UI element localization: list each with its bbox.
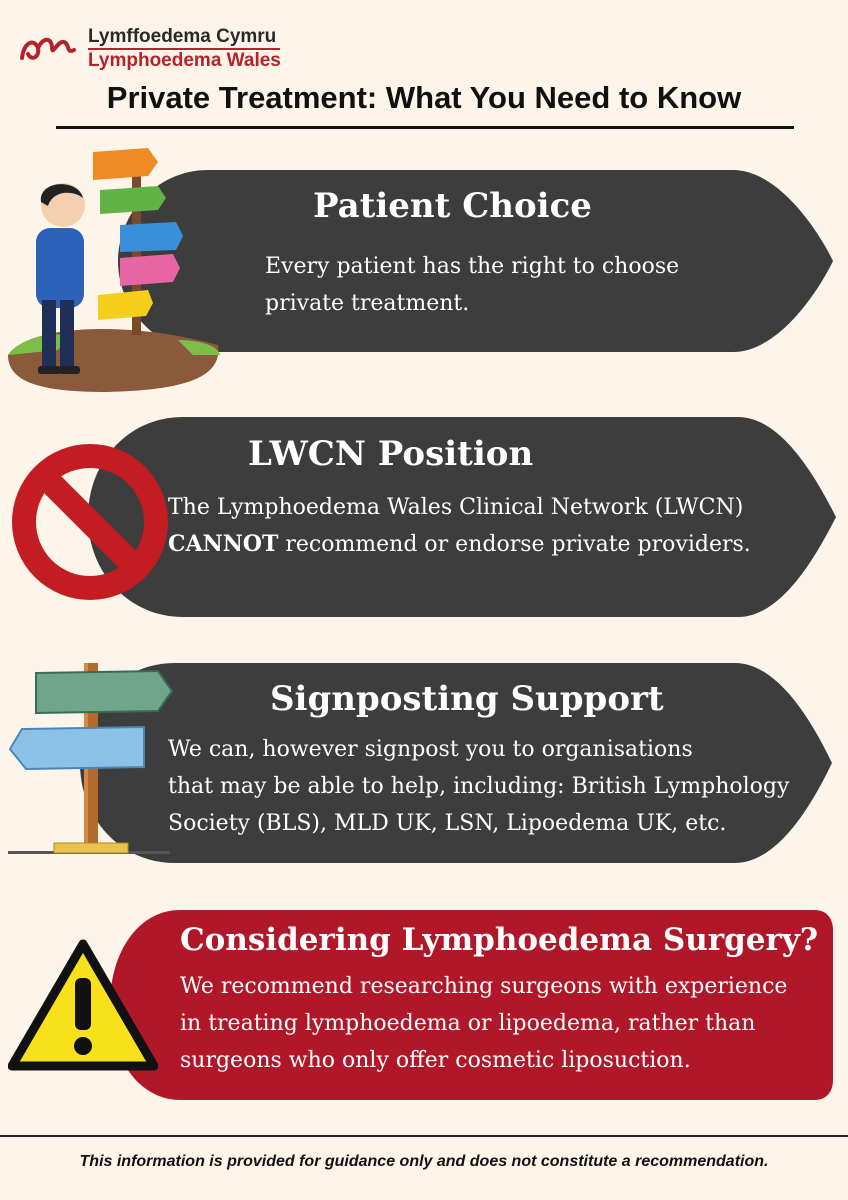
lwcn-position-heading: LWCN Position (248, 434, 534, 474)
cannot-emphasis: CANNOT (168, 531, 279, 557)
surgery-line-1: We recommend researching surgeons with e… (180, 974, 788, 999)
signposting-support-heading: Signposting Support (270, 679, 664, 719)
signposting-line-2: that may be able to help, including: Bri… (168, 774, 790, 799)
lwcn-position-line-1: The Lymphoedema Wales Clinical Network (… (168, 495, 744, 520)
lwcn-position-line-2: CANNOT recommend or endorse private prov… (168, 526, 751, 563)
footer-divider (0, 1135, 848, 1137)
person-at-signpost-icon (8, 148, 220, 392)
surgery-panel: Considering Lymphoedema Surgery? We reco… (110, 910, 833, 1100)
logo-mark-icon (20, 37, 76, 60)
prohibition-sign-icon (12, 444, 168, 600)
signpost-icon (8, 663, 174, 854)
surgery-line-3: surgeons who only offer cosmetic liposuc… (180, 1048, 691, 1073)
org-name-english: Lymphoedema Wales (88, 50, 281, 71)
patient-choice-line-1: Every patient has the right to choose (265, 254, 680, 279)
signposting-line-3: Society (BLS), MLD UK, LSN, Lipoedema UK… (168, 811, 727, 836)
lwcn-position-text: The Lymphoedema Wales Clinical Network (… (168, 489, 751, 563)
org-name-welsh: Lymffoedema Cymru (88, 26, 277, 47)
lwcn-position-panel: LWCN Position The Lymphoedema Wales Clin… (88, 417, 836, 617)
patient-choice-text: Every patient has the right to choose pr… (265, 248, 679, 322)
patient-choice-heading: Patient Choice (313, 186, 592, 226)
footer-disclaimer: This information is provided for guidanc… (79, 1153, 769, 1170)
page-title: Private Treatment: What You Need to Know (106, 80, 742, 115)
logo-divider (88, 48, 280, 50)
surgery-heading: Considering Lymphoedema Surgery? (180, 922, 818, 958)
signposting-support-panel: Signposting Support We can, however sign… (80, 663, 832, 863)
surgery-line-2: in treating lymphoedema or lipoedema, ra… (180, 1011, 756, 1036)
patient-choice-panel: Patient Choice Every patient has the rig… (118, 170, 833, 352)
warning-triangle-icon (8, 939, 158, 1071)
title-underline (56, 126, 794, 129)
surgery-text: We recommend researching surgeons with e… (180, 968, 787, 1079)
patient-choice-line-2: private treatment. (265, 291, 470, 316)
lwcn-position-line-2-rest: recommend or endorse private providers. (278, 532, 751, 557)
signposting-support-text: We can, however signpost you to organisa… (168, 731, 789, 842)
org-logo: Lymffoedema Cymru Lymphoedema Wales (18, 24, 288, 71)
signposting-line-1: We can, however signpost you to organisa… (168, 737, 693, 762)
